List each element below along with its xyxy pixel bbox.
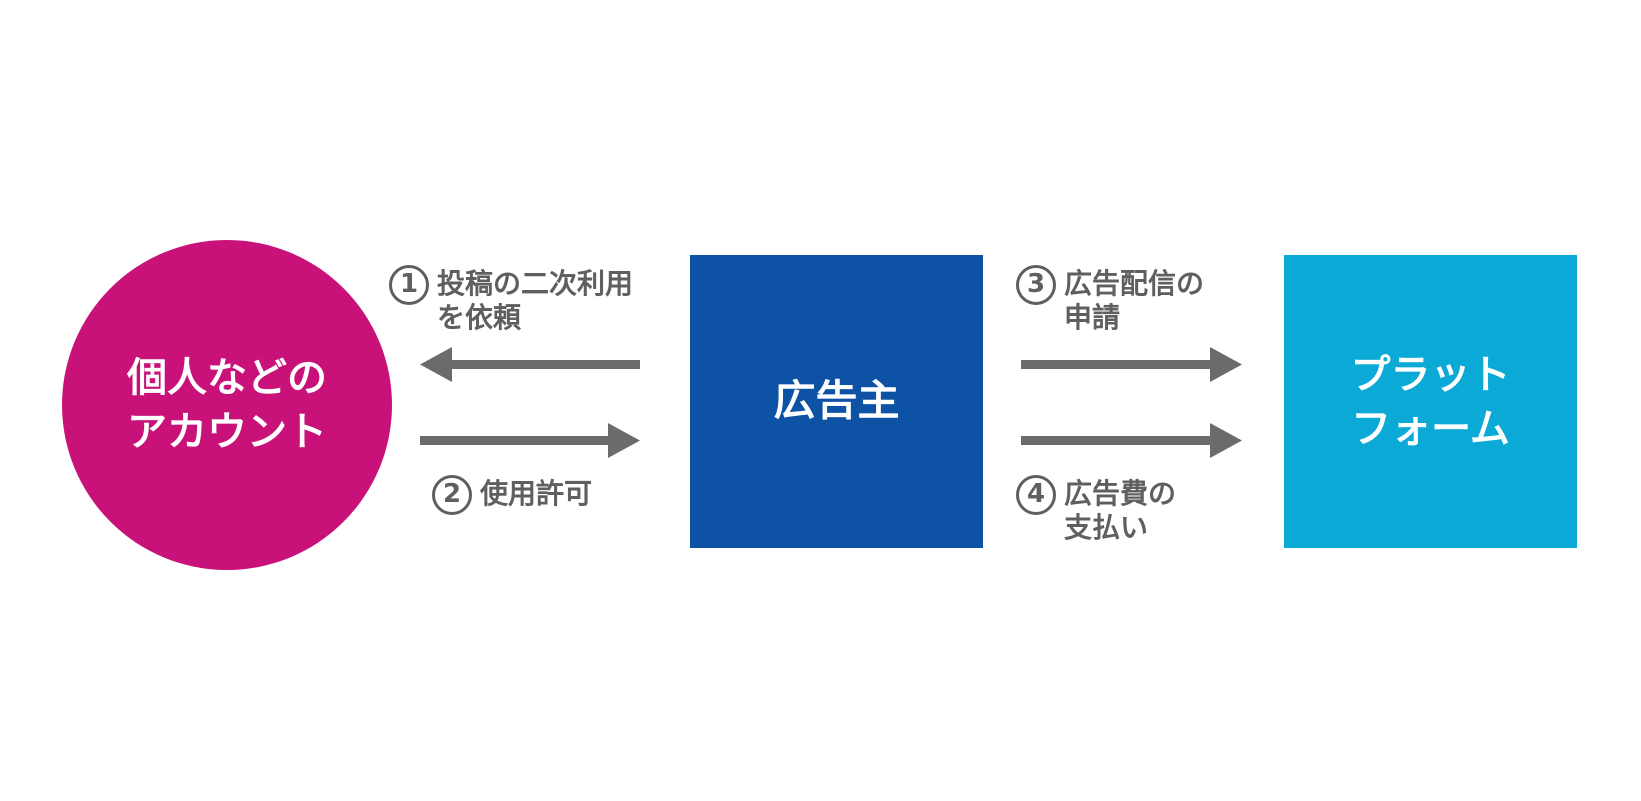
- step-text-line: 投稿の二次利用: [437, 267, 634, 300]
- advertiser-node-label: 広告主: [773, 373, 899, 430]
- account-node-line-2: アカウント: [127, 409, 327, 455]
- arrow-application-to-platform: [1021, 347, 1242, 382]
- step-text-line: 申請: [1064, 300, 1121, 334]
- step-text-line: を依頼: [437, 300, 522, 334]
- step-label-1: 1 投稿の二次利用 を依頼: [389, 265, 633, 334]
- step-text-line: 使用許可: [480, 477, 593, 510]
- arrow-request-to-account: [420, 347, 640, 382]
- step-number-badge: 3: [1016, 265, 1056, 305]
- step-label-3: 3 広告配信の 申請: [1016, 265, 1204, 334]
- step-number-badge: 1: [389, 265, 429, 305]
- step-text-line: 支払い: [1064, 510, 1149, 544]
- step-text: 投稿の二次利用 を依頼: [437, 267, 633, 334]
- account-node-line-1: 個人などの: [127, 355, 327, 401]
- arrow-payment-to-platform: [1021, 423, 1242, 458]
- step-text: 広告費の 支払い: [1064, 477, 1176, 544]
- arrow-permission-to-advertiser: [420, 423, 640, 458]
- step-text-line: 広告配信の: [1064, 267, 1205, 300]
- step-label-2: 2 使用許可: [432, 475, 592, 515]
- step-number-badge: 4: [1016, 475, 1056, 515]
- advertiser-node: 広告主: [690, 255, 983, 548]
- step-text: 使用許可: [480, 477, 592, 511]
- platform-node-line-2: フォーム: [1351, 405, 1510, 452]
- advertiser-node-line-1: 広告主: [773, 376, 900, 426]
- platform-node-line-1: プラット: [1350, 351, 1511, 398]
- platform-node: プラット フォーム: [1284, 255, 1577, 548]
- account-node: 個人などの アカウント: [62, 240, 392, 570]
- step-label-4: 4 広告費の 支払い: [1016, 475, 1176, 544]
- step-text-line: 広告費の: [1064, 477, 1177, 510]
- account-node-label: 個人などの アカウント: [127, 351, 327, 459]
- step-text: 広告配信の 申請: [1064, 267, 1204, 334]
- step-number-badge: 2: [432, 475, 472, 515]
- platform-node-label: プラット フォーム: [1351, 348, 1511, 456]
